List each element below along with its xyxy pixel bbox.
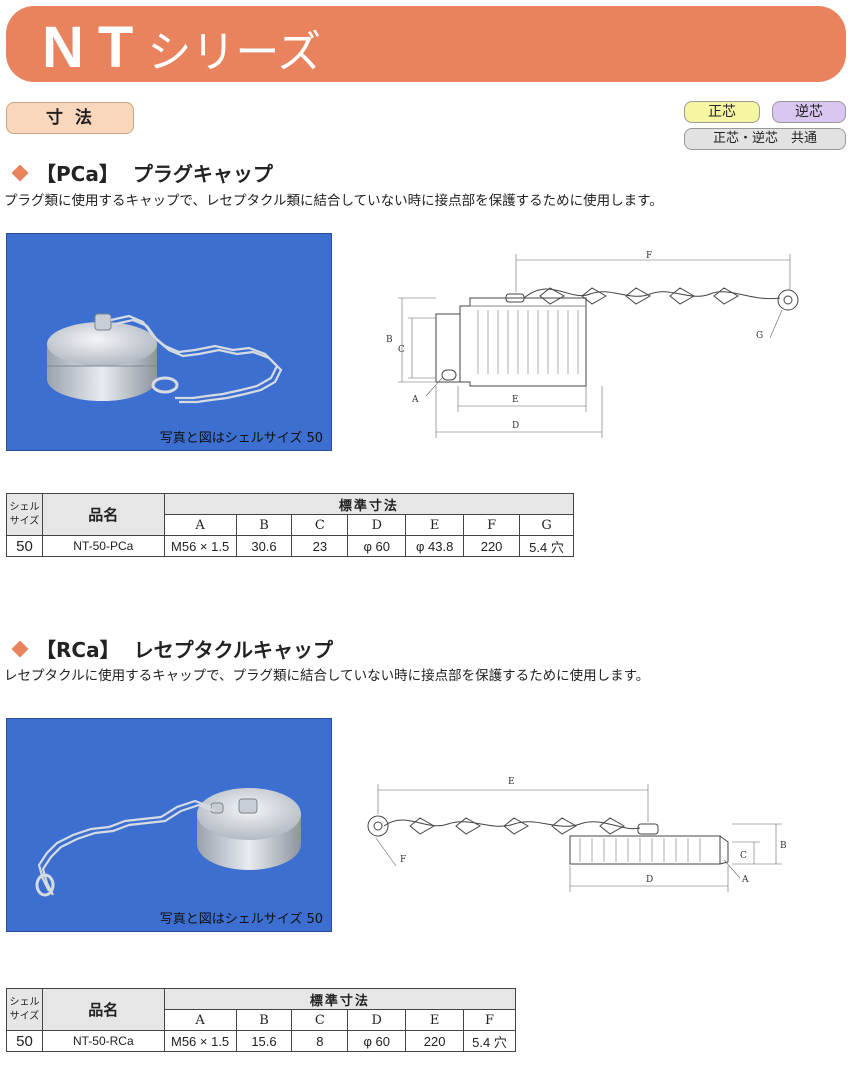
rca-row-e: 220 <box>405 1030 465 1052</box>
pca-dim-label-c: C <box>398 345 405 355</box>
rca-col-d: D <box>347 1009 407 1031</box>
rca-dim-label-d: D <box>646 875 653 885</box>
receptacle-cap-photo-illustration <box>35 788 301 897</box>
pca-row-a: M56 × 1.5 <box>163 535 237 557</box>
rca-row-d: φ 60 <box>347 1030 407 1052</box>
legend-reverse: 逆芯 <box>772 101 846 123</box>
pca-dim-label-g: G <box>756 331 763 341</box>
diamond-icon <box>11 640 29 658</box>
pca-col-d: D <box>347 514 407 536</box>
rca-dim-label-e: E <box>508 777 515 787</box>
pca-row-size: 50 <box>6 535 43 557</box>
pca-standard-dims-header: 標準寸法 <box>163 493 575 515</box>
rca-standard-dims-header: 標準寸法 <box>163 988 517 1010</box>
legend-positive: 正芯 <box>684 101 760 123</box>
pca-row-e: φ 43.8 <box>405 535 465 557</box>
series-title-latin: NT <box>42 15 148 80</box>
pca-row-f: 220 <box>463 535 521 557</box>
rca-col-a: A <box>163 1009 237 1031</box>
legend-common: 正芯・逆芯 共通 <box>684 128 846 150</box>
dimensions-tab: 寸法 <box>6 102 134 134</box>
pca-photo-caption: 写真と図はシェルサイズ 50 <box>159 431 323 446</box>
rca-row-size: 50 <box>6 1030 43 1052</box>
pca-product-name-header: 品名 <box>41 493 165 536</box>
series-banner: NTシリーズ <box>6 6 846 82</box>
pca-row-g: 5.4 穴 <box>519 535 574 557</box>
pca-dim-label-e: E <box>512 395 519 405</box>
rca-description: レセプタクルに使用するキャップで、プラグ類に結合していない時に接点部を保護するた… <box>4 668 650 684</box>
pca-description: プラグ類に使用するキャップで、レセプタクル類に結合していない時に接点部を保護する… <box>4 193 663 209</box>
rca-product-name-header: 品名 <box>41 988 165 1031</box>
table-row: 50 NT-50-RCa M56 × 1.5 15.6 8 φ 60 220 5… <box>6 1030 516 1052</box>
diamond-icon <box>11 164 29 182</box>
rca-photo-caption: 写真と図はシェルサイズ 50 <box>159 912 323 927</box>
rca-row-f: 5.4 穴 <box>463 1030 516 1052</box>
rca-heading-name: レセプタクルキャップ <box>133 638 333 662</box>
rca-row-c: 8 <box>291 1030 349 1052</box>
rca-dim-label-f: F <box>400 855 406 865</box>
rca-col-b: B <box>235 1009 293 1031</box>
rca-shell-size-header: シェルサイズ <box>6 988 43 1031</box>
pca-heading-code: 【PCa】 <box>36 162 119 186</box>
pca-col-g: G <box>519 514 574 536</box>
pca-dimension-drawing: B C A E D F G <box>386 251 799 438</box>
pca-heading-name: プラグキャップ <box>132 162 273 186</box>
rca-dim-label-a: A <box>741 875 749 885</box>
pca-heading: 【PCa】プラグキャップ <box>10 158 273 187</box>
pca-col-f: F <box>463 514 521 536</box>
rca-row-b: 15.6 <box>235 1030 293 1052</box>
series-title: NTシリーズ <box>42 14 321 81</box>
rca-heading: 【RCa】レセプタクルキャップ <box>10 634 333 663</box>
rca-spec-table: シェルサイズ 品名 標準寸法 A B C D E F 50 NT-50-RCa … <box>6 988 517 1052</box>
rca-dim-label-c: C <box>740 851 747 861</box>
series-title-kana: シリーズ <box>147 27 322 78</box>
rca-photo: 写真と図はシェルサイズ 50 <box>6 718 332 932</box>
pca-col-c: C <box>291 514 349 536</box>
rca-row-name: NT-50-RCa <box>41 1030 165 1052</box>
rca-row-a: M56 × 1.5 <box>163 1030 237 1052</box>
rca-col-c: C <box>291 1009 349 1031</box>
rca-heading-code: 【RCa】 <box>36 638 120 662</box>
pca-shell-size-header: シェルサイズ <box>6 493 43 536</box>
pca-col-a: A <box>163 514 237 536</box>
pca-row-d: φ 60 <box>347 535 407 557</box>
pca-row-b: 30.6 <box>235 535 293 557</box>
pca-col-b: B <box>235 514 293 536</box>
rca-col-f: F <box>463 1009 516 1031</box>
pca-row-c: 23 <box>291 535 349 557</box>
pca-col-e: E <box>405 514 465 536</box>
pca-photo: 写真と図はシェルサイズ 50 <box>6 233 332 451</box>
rca-dimension-drawing: E F D A C B <box>367 777 787 892</box>
pca-dim-label-a: A <box>411 395 419 405</box>
rca-dim-label-b: B <box>780 841 787 851</box>
pca-dim-label-d: D <box>512 421 519 431</box>
pca-dim-label-b: B <box>386 335 393 345</box>
pca-spec-table: シェルサイズ 品名 標準寸法 A B C D E F G 50 NT-50-PC… <box>6 493 575 557</box>
pca-dim-label-f: F <box>646 251 652 261</box>
plug-cap-photo-illustration <box>47 313 283 404</box>
table-row: 50 NT-50-PCa M56 × 1.5 30.6 23 φ 60 φ 43… <box>6 535 574 557</box>
pca-row-name: NT-50-PCa <box>41 535 165 557</box>
rca-col-e: E <box>405 1009 465 1031</box>
